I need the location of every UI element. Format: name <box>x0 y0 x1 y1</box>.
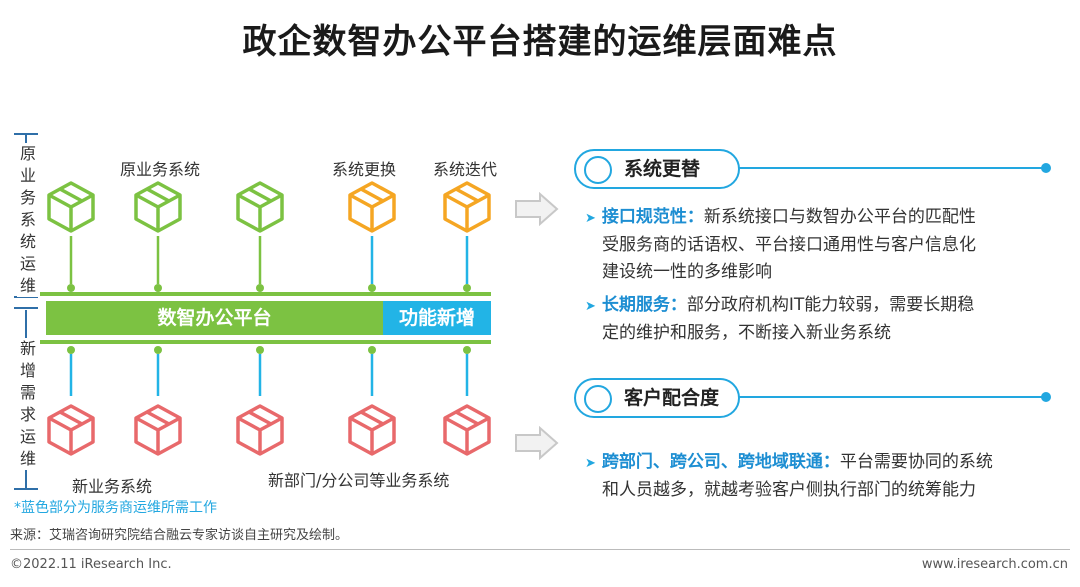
top-rail <box>40 292 491 296</box>
cube-new-1 <box>47 404 95 456</box>
top-connectors <box>67 236 471 292</box>
triangle-bullet-icon: ➤ <box>585 456 596 471</box>
vertical-label-new-ops: 新增需 求运维 <box>17 338 39 470</box>
cube-iterate <box>443 181 491 233</box>
feature-add-label: 功能新增 <box>383 301 491 335</box>
cube-new-2 <box>134 404 182 456</box>
footer-divider <box>10 549 1070 550</box>
cube-replace <box>348 181 396 233</box>
vertical-label-original-ops: 原业务 系统运 维 <box>17 143 39 297</box>
website: www.iresearch.com.cn <box>921 557 1068 572</box>
arrow-right-icon <box>515 192 559 226</box>
label-new-business: 新业务系统 <box>72 477 153 496</box>
platform-label: 数智办公平台 <box>46 301 383 335</box>
header-line <box>738 167 1046 169</box>
platform-bar: 数智办公平台 功能新增 <box>46 301 491 335</box>
bullet-cross-dept: ➤跨部门、跨公司、跨地域联通：平台需要协同的系统 和人员越多，就越考验客户侧执行… <box>585 452 993 500</box>
copyright: ©2022.11 iResearch Inc. <box>10 557 172 572</box>
footnote-blue: *蓝色部分为服务商运维所需工作 <box>14 500 217 516</box>
header-dot <box>1041 163 1051 173</box>
cube-original-2 <box>134 181 182 233</box>
bracket-cap-mid <box>14 296 38 298</box>
section-header-system-replace: 系统更替 <box>574 149 740 189</box>
bracket-cap-bottom <box>14 488 38 490</box>
bracket-cap-mid2 <box>14 307 38 309</box>
header-line <box>738 396 1046 398</box>
label-system-iterate: 系统迭代 <box>433 160 498 179</box>
circle-icon <box>584 156 612 184</box>
bullet-longterm: ➤长期服务：部分政府机构IT能力较弱，需要长期稳 定的维护和服务，不断接入新业务… <box>585 295 975 343</box>
cube-original-1 <box>47 181 95 233</box>
circle-icon <box>584 385 612 413</box>
page-title: 政企数智办公平台搭建的运维层面难点 <box>242 22 838 62</box>
section-header-client-coop: 客户配合度 <box>574 378 740 418</box>
platform-diagram <box>40 181 491 456</box>
label-original-system: 原业务系统 <box>120 160 201 179</box>
cube-new-5 <box>443 404 491 456</box>
header-dot <box>1041 392 1051 402</box>
source-note: 来源：艾瑞咨询研究院结合融云专家访谈自主研究及绘制。 <box>10 528 349 543</box>
triangle-bullet-icon: ➤ <box>585 299 596 314</box>
label-new-dept: 新部门/分公司等业务系统 <box>268 471 450 490</box>
cube-new-4 <box>348 404 396 456</box>
label-system-replace: 系统更换 <box>332 160 397 179</box>
cube-new-3 <box>236 404 284 456</box>
triangle-bullet-icon: ➤ <box>585 211 596 226</box>
bullet-interface: ➤接口规范性：新系统接口与数智办公平台的匹配性 受服务商的话语权、平台接口通用性… <box>585 207 976 282</box>
bottom-connectors <box>67 346 471 396</box>
bottom-rail <box>40 340 491 344</box>
arrow-right-icon <box>515 426 559 460</box>
cube-original-3 <box>236 181 284 233</box>
